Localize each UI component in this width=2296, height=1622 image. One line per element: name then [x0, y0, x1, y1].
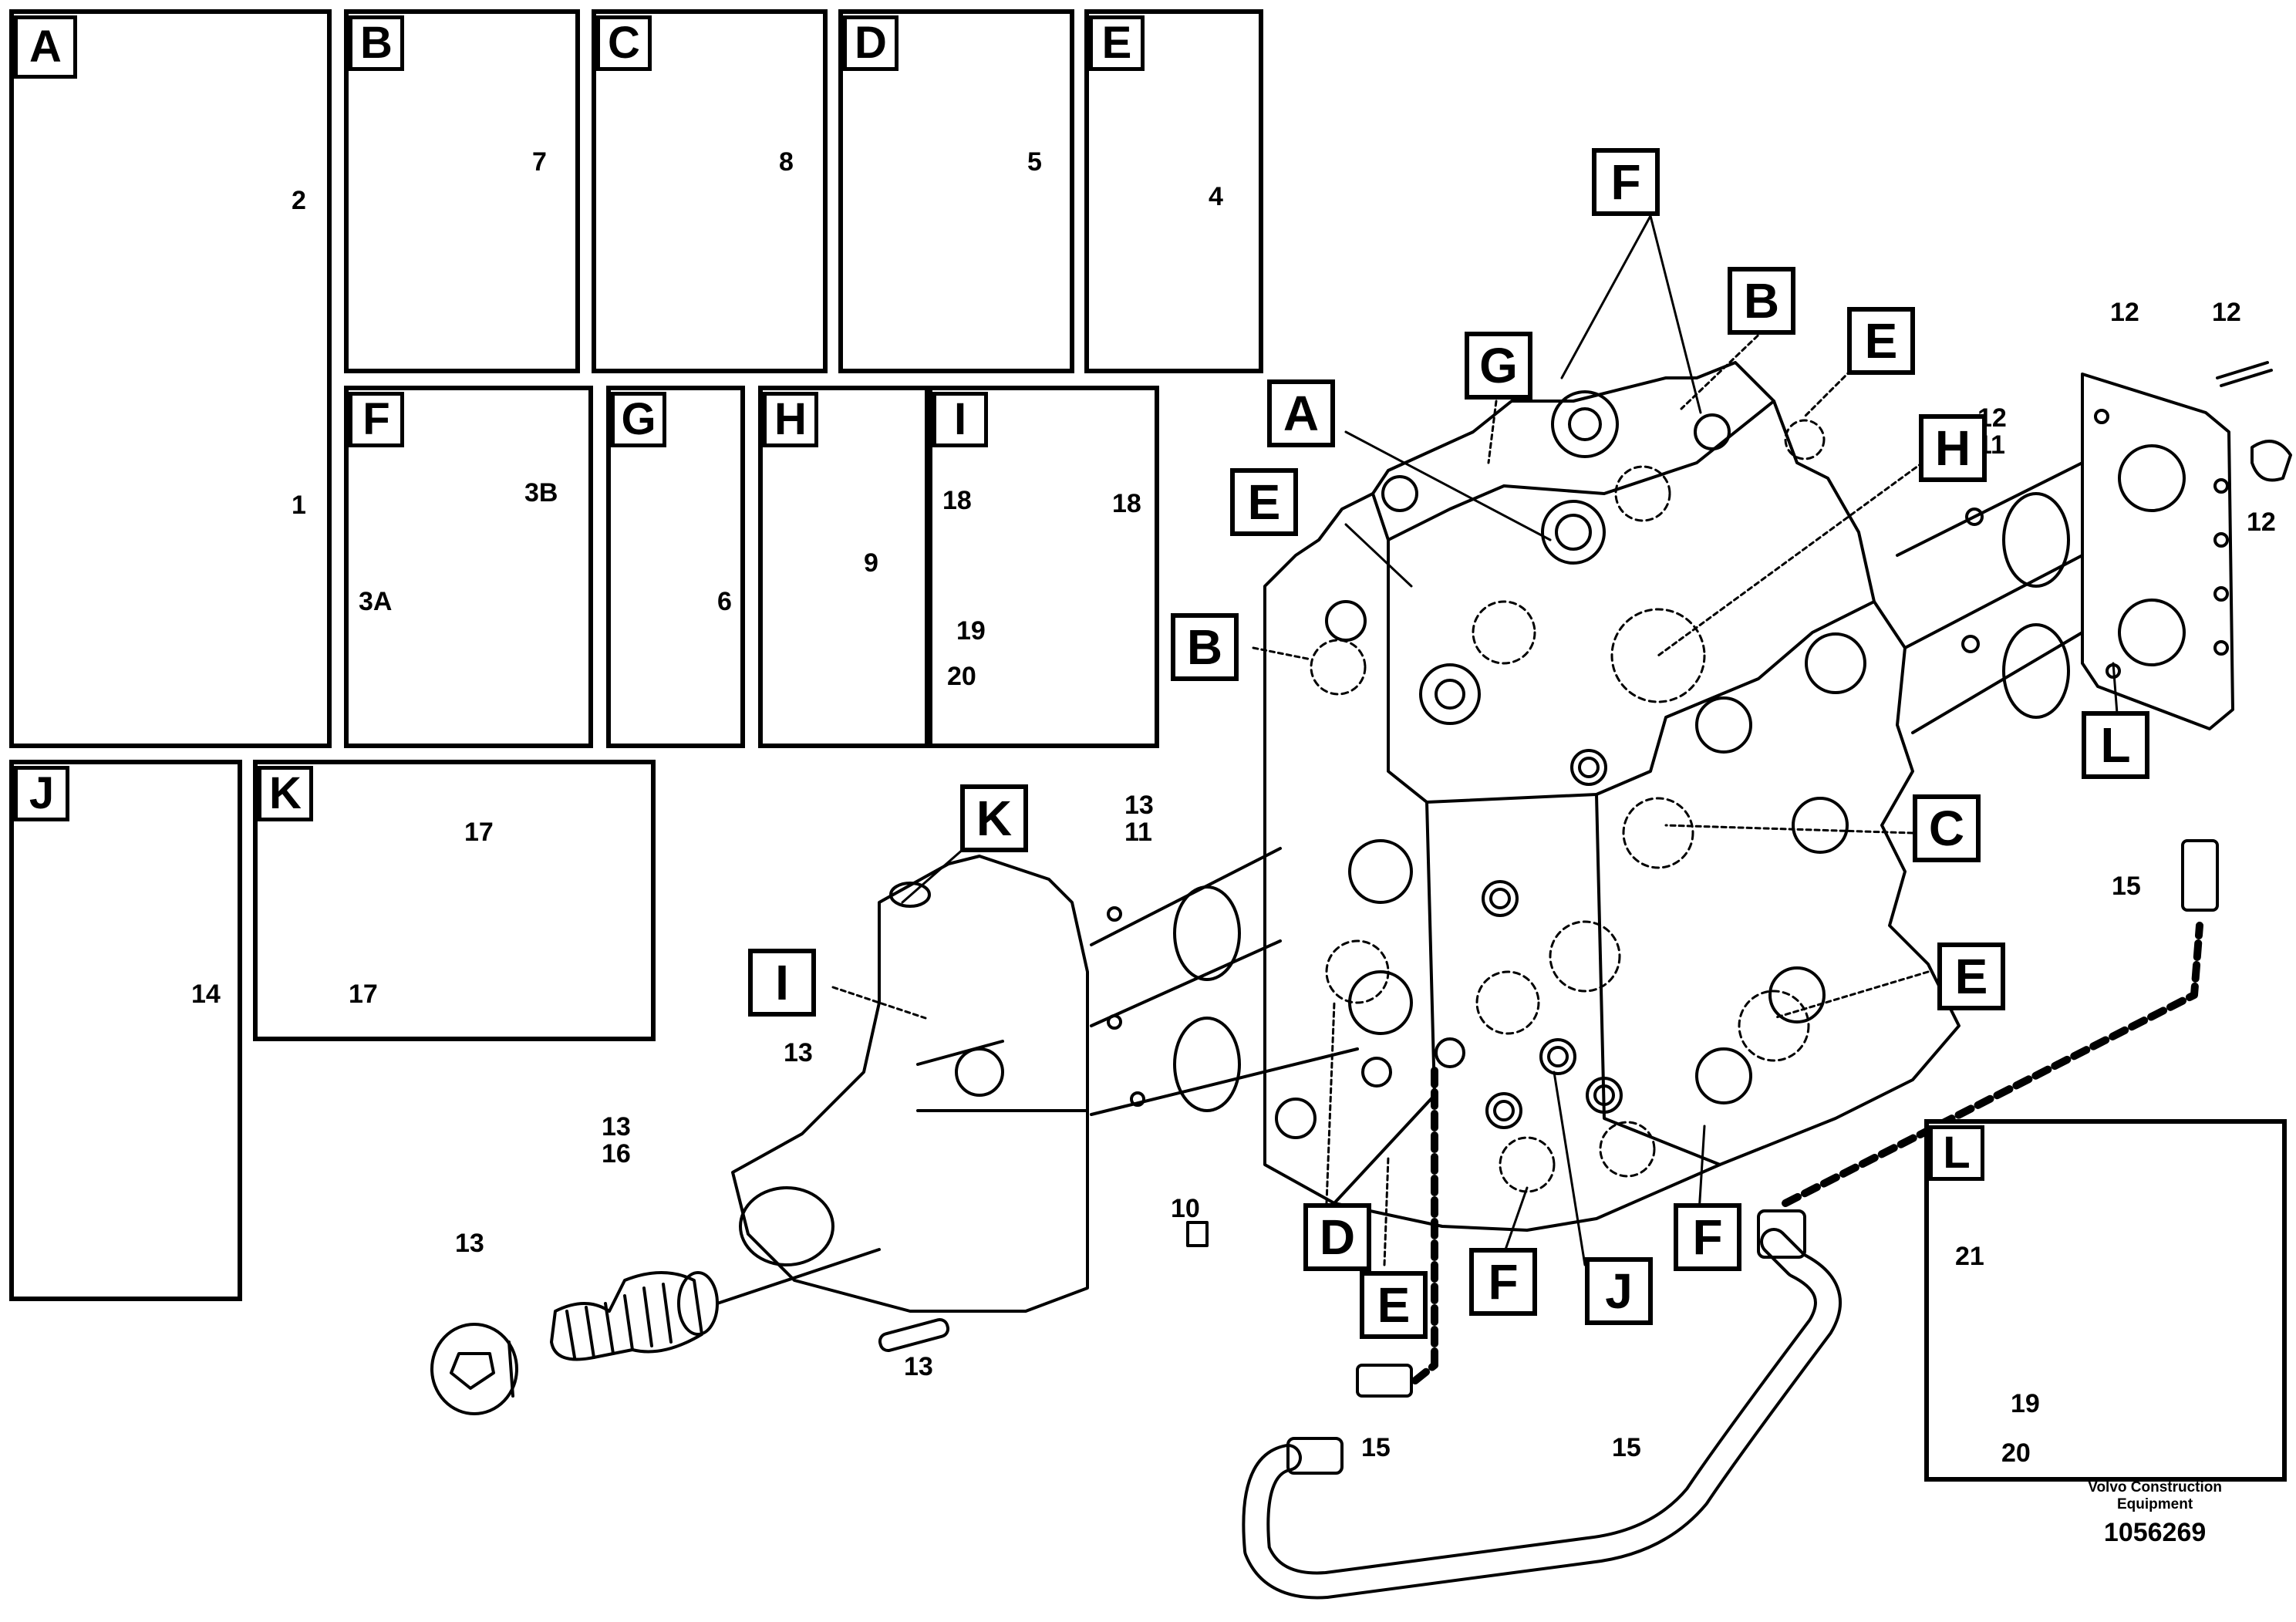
callout-k: K	[960, 784, 1028, 852]
callout-d: D	[1303, 1203, 1371, 1271]
part-number: 16	[602, 1139, 631, 1168]
part-number: 3B	[524, 478, 558, 508]
brand-line-1: Volvo Construction	[2088, 1479, 2222, 1496]
part-number: 10	[1171, 1194, 1200, 1223]
hose-15	[1242, 839, 2219, 1600]
part-number: 4	[1209, 182, 1223, 211]
part-number: 13	[904, 1352, 933, 1381]
part-number: 15	[1612, 1433, 1641, 1462]
callout-e: E	[1360, 1271, 1428, 1339]
callout-e: E	[1847, 307, 1915, 375]
part-number: 18	[942, 486, 972, 515]
part-number: 1	[292, 491, 306, 520]
part-number: 9	[864, 548, 878, 578]
drawing-number: 1056269	[2103, 1518, 2207, 1547]
main-valve-block	[1263, 361, 1961, 1232]
part-number: 6	[717, 587, 732, 616]
panel-tag-j: J	[14, 766, 69, 821]
panel-tag-b: B	[349, 15, 404, 71]
callout-f: F	[1469, 1248, 1537, 1316]
part-number: 12	[2212, 298, 2241, 327]
panel-tag-l: L	[1929, 1125, 1984, 1181]
part-number: 14	[191, 980, 221, 1009]
panel-tag-g: G	[611, 392, 666, 447]
hidden-lines	[1310, 419, 1826, 1193]
part-number: 17	[464, 818, 494, 847]
right-end-cover	[1896, 361, 2292, 734]
panel-tag-e: E	[1089, 15, 1145, 71]
callout-a: A	[1267, 379, 1335, 447]
panel-tag-d: D	[843, 15, 899, 71]
part-number: 19	[956, 616, 986, 646]
part-number: 19	[2011, 1389, 2040, 1418]
panel-tag-c: C	[596, 15, 652, 71]
panel-tag-h: H	[763, 392, 818, 447]
detail-panel-a	[9, 9, 332, 748]
part-number: 5	[1027, 147, 1042, 177]
brand-block: Volvo Construction Equipment 1056269	[2088, 1479, 2222, 1548]
callout-b: B	[1728, 267, 1795, 335]
part-number: 17	[349, 980, 378, 1009]
panel-tag-a: A	[14, 15, 77, 79]
part-number: 20	[2001, 1438, 2031, 1468]
part-number: 15	[1361, 1433, 1391, 1462]
panel-tag-f: F	[349, 392, 404, 447]
callout-b: B	[1171, 613, 1239, 681]
detail-panel-k	[253, 760, 656, 1041]
part-number: 13	[784, 1038, 813, 1067]
part-number: 20	[947, 662, 976, 691]
part-number: 12	[2247, 508, 2276, 537]
callout-f: F	[1674, 1203, 1741, 1271]
brand-line-2: Equipment	[2117, 1496, 2193, 1512]
part-number: 13	[1124, 791, 1154, 820]
detail-panel-l	[1924, 1119, 2287, 1482]
part-number: 13	[455, 1229, 484, 1258]
callout-e: E	[1937, 943, 2005, 1010]
part-number: 8	[779, 147, 794, 177]
part-number: 13	[602, 1112, 631, 1141]
part-number: 2	[292, 186, 306, 215]
callout-g: G	[1465, 332, 1532, 400]
left-end-housing	[731, 847, 1359, 1353]
callout-e: E	[1230, 468, 1298, 536]
part-number: 21	[1955, 1242, 1984, 1271]
part-number: 7	[532, 147, 547, 177]
plug-and-spring	[430, 1248, 881, 1415]
panel-tag-i: I	[932, 392, 988, 447]
callout-f: F	[1592, 148, 1660, 216]
part-number: 3A	[359, 587, 393, 616]
panel-tag-k: K	[258, 766, 313, 821]
callout-j: J	[1585, 1257, 1653, 1325]
part-number: 11	[1124, 818, 1152, 847]
part-number: 12	[2110, 298, 2139, 327]
part-number: 18	[1112, 489, 1141, 518]
callout-l: L	[2082, 711, 2149, 779]
detail-panel-j	[9, 760, 242, 1301]
callout-c: C	[1913, 794, 1981, 862]
callout-h: H	[1919, 414, 1987, 482]
part-number: 15	[2112, 872, 2141, 901]
callout-i: I	[748, 949, 816, 1017]
